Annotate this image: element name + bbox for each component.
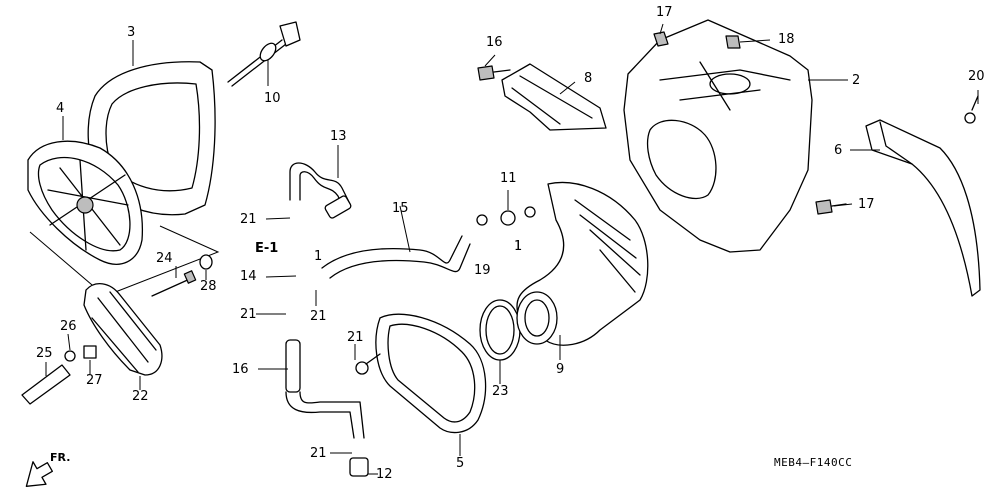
callout-12: 13 [330, 129, 347, 144]
callout-9: 10 [264, 91, 281, 106]
callout-10: 11 [500, 171, 517, 186]
wing-bolt [227, 21, 301, 87]
callout-8: 9 [556, 362, 565, 377]
drawing-code: MEB4—F140CC [774, 456, 853, 469]
callout-27: 27 [86, 373, 103, 388]
callout-21-d: 21 [310, 446, 327, 461]
bracket-7 [501, 63, 607, 131]
callout-17-a: 17 [656, 5, 673, 20]
callout-1-b: 1 [514, 239, 523, 254]
intake-boot-8 [516, 181, 649, 346]
callout-3: 3 [127, 25, 136, 40]
small-bolt-25 [151, 270, 197, 297]
direction-label: FR. [50, 451, 71, 464]
bolt-16a [477, 65, 511, 81]
fastener-set [21, 345, 97, 405]
fitting-11 [349, 457, 369, 477]
gasket-5 [375, 313, 487, 434]
callout-2: 2 [852, 73, 861, 88]
screw-20 [355, 353, 381, 375]
callout-13: 14 [240, 269, 257, 284]
callout-24: 25 [36, 346, 53, 361]
callout-7: 8 [584, 71, 593, 86]
hose-15 [285, 339, 365, 439]
hose-14 [321, 235, 471, 279]
callout-6: 6 [834, 143, 843, 158]
screw-19 [964, 95, 979, 124]
callout-28: 28 [200, 279, 217, 294]
callout-18: 19 [474, 263, 491, 278]
clip-28 [199, 254, 213, 270]
breather-tube-12 [289, 162, 352, 219]
callout-22: 23 [492, 384, 509, 399]
callout-4: 4 [56, 101, 65, 116]
callout-5: 5 [456, 456, 465, 471]
callout-21-c: 21 [310, 309, 327, 324]
ref-label-e1: E-1 [255, 241, 279, 256]
callout-20: 21 [347, 330, 364, 345]
callout-17-b: 18 [778, 32, 795, 47]
leader-lines [45, 23, 979, 475]
callout-26: 26 [60, 319, 77, 334]
clamp-band-22 [479, 299, 521, 361]
bolt-16b [815, 199, 847, 215]
filter-cage [27, 140, 144, 265]
callout-19: 20 [968, 69, 985, 84]
filter-holder [83, 283, 163, 376]
callout-16-b: 17 [858, 197, 875, 212]
air-box-2 [623, 19, 813, 253]
nut-17b [725, 35, 741, 49]
callout-1-a: 1 [314, 249, 323, 264]
callout-16-a: 16 [486, 35, 503, 50]
front-direction-arrow [25, 461, 54, 487]
callout-21-b: 21 [240, 307, 257, 322]
rear-fender-6 [865, 119, 981, 297]
callout-23: 22 [132, 389, 149, 404]
callout-11: 12 [376, 467, 393, 482]
fitting-10 [500, 206, 536, 226]
callout-14: 15 [392, 201, 409, 216]
clip-18 [476, 214, 488, 226]
callout-21-a: 21 [240, 212, 257, 227]
callout-15: 16 [232, 362, 249, 377]
callout-25: 24 [156, 251, 173, 266]
